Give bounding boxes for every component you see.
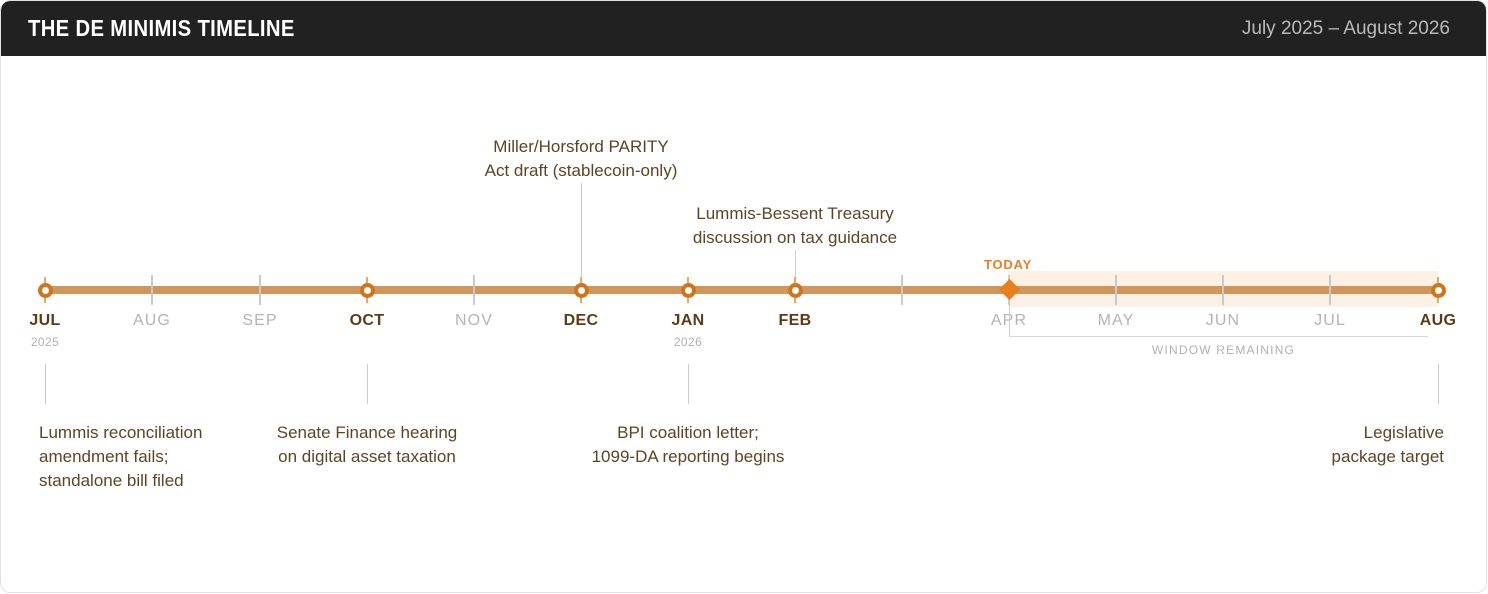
month-label-jan-6: JAN	[671, 312, 705, 329]
milestone-marker-aug[interactable]	[1430, 283, 1446, 298]
callout-connector	[1438, 364, 1439, 404]
callout-below-2: BPI coalition letter; 1099-DA reporting b…	[592, 421, 785, 469]
month-label-aug-13: AUG	[1419, 312, 1457, 329]
milestone-marker-feb[interactable]	[787, 283, 803, 298]
callout-line: discussion on tax guidance	[692, 228, 898, 247]
callout-line: amendment fails;	[39, 447, 169, 466]
milestone-marker-jan[interactable]	[680, 283, 696, 298]
header-date-range: July 2025 – August 2026	[1241, 18, 1450, 39]
callout-below-1: Senate Finance hearing on digital asset t…	[277, 421, 458, 469]
year-label-2025: 2025	[30, 335, 60, 349]
month-label-nov-4: NOV	[455, 312, 493, 329]
month-label-feb-7: FEB	[778, 312, 812, 329]
callout-line: Miller/Horsford PARITY	[493, 137, 669, 156]
year-label-2026: 2026	[673, 335, 703, 349]
month-tick	[1115, 275, 1117, 305]
month-label-dec-5: DEC	[563, 312, 599, 329]
milestone-marker-jul[interactable]	[37, 283, 53, 298]
callout-line: Senate Finance hearing	[276, 423, 458, 442]
window-remaining-label: WINDOW REMAINING	[1151, 343, 1296, 357]
callout-line: 1099-DA reporting begins	[591, 447, 785, 466]
month-tick	[1329, 275, 1331, 305]
month-label-jun-11: JUN	[1205, 312, 1241, 329]
callout-below-0: Lummis reconciliation amendment fails; sta…	[39, 421, 202, 493]
month-label-sep-2: SEP	[242, 312, 278, 329]
header-bar: THE DE MINIMIS TIMELINE July 2025 – Augu…	[1, 1, 1486, 56]
today-label: TODAY	[984, 257, 1033, 272]
month-label-may-10: MAY	[1097, 312, 1135, 329]
callout-line: package target	[1331, 447, 1444, 466]
window-bracket-line	[1009, 336, 1428, 337]
month-label-jul-0: JUL	[29, 312, 61, 329]
window-bracket-leg	[1009, 305, 1010, 337]
month-label-apr-9: APR	[990, 312, 1028, 329]
callout-line: Lummis-Bessent Treasury	[696, 204, 894, 223]
month-tick	[901, 275, 903, 305]
callout-line: BPI coalition letter;	[617, 423, 759, 442]
callout-line: Lummis reconciliation	[39, 423, 203, 442]
callout-connector	[688, 364, 689, 404]
month-label-aug-1: AUG	[133, 312, 171, 329]
callout-connector	[367, 364, 368, 404]
timeline-bar	[45, 286, 1438, 294]
callout-above-1: Lummis-Bessent Treasury discussion on tax…	[693, 202, 897, 250]
callout-connector	[581, 183, 582, 281]
callout-connector	[795, 250, 796, 281]
callout-line: standalone bill filed	[39, 471, 184, 490]
milestone-marker-dec[interactable]	[573, 283, 589, 298]
callout-line: Legislative	[1363, 423, 1444, 442]
page-title: THE DE MINIMIS TIMELINE	[28, 15, 295, 41]
month-tick	[259, 275, 261, 305]
month-tick	[1222, 275, 1224, 305]
callout-connector	[45, 364, 46, 404]
month-tick	[473, 275, 475, 305]
callout-line: Act draft (stablecoin-only)	[484, 161, 678, 180]
month-tick	[151, 275, 153, 305]
callout-above-0: Miller/Horsford PARITY Act draft (stablec…	[485, 135, 678, 183]
month-label-jul-12: JUL	[1314, 312, 1346, 329]
month-label-oct-3: OCT	[349, 312, 385, 329]
callout-line: on digital asset taxation	[278, 447, 456, 466]
milestone-marker-oct[interactable]	[359, 283, 375, 298]
callout-below-3: Legislative package target	[1332, 421, 1444, 469]
